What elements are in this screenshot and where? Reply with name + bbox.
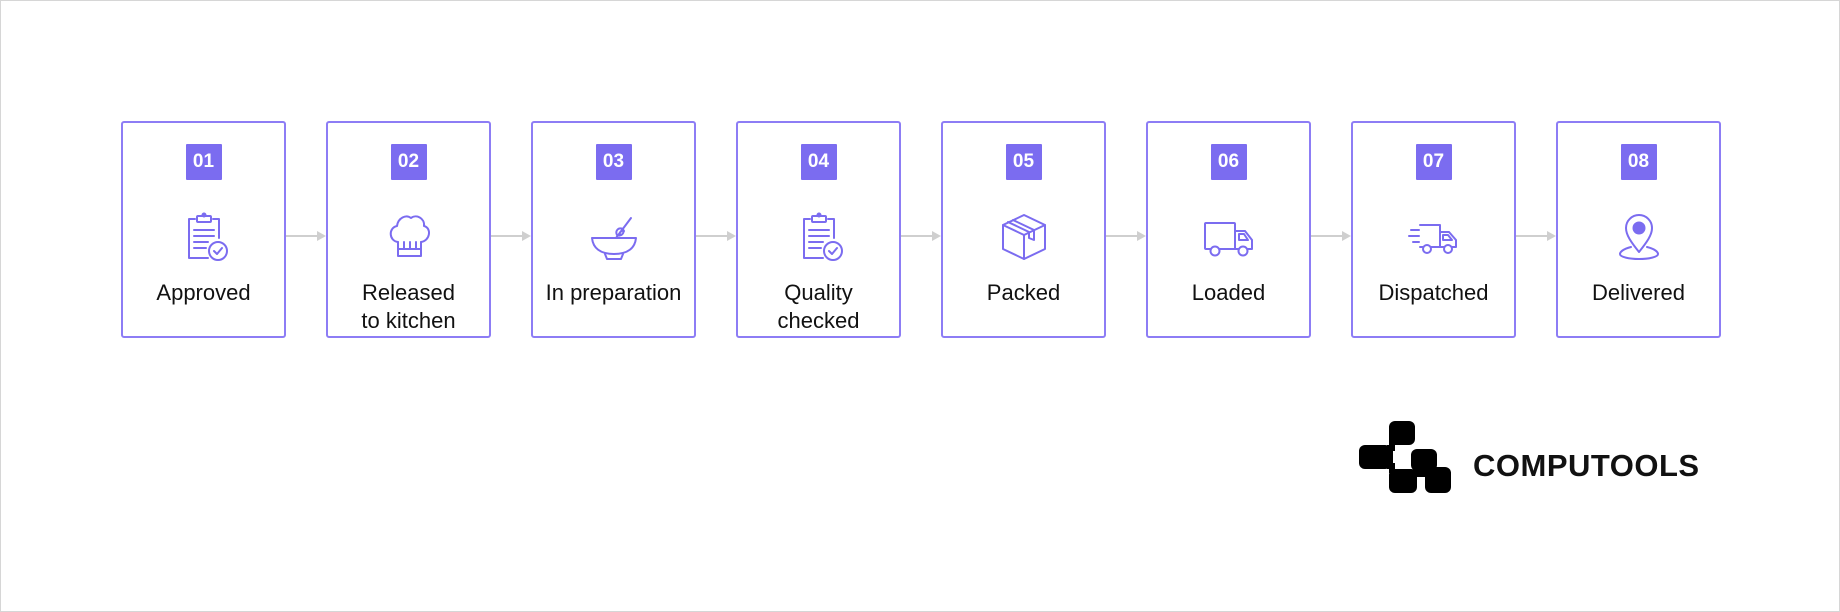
step-number: 06 [1210, 144, 1247, 180]
step-card-05: 05 Packed [941, 121, 1106, 338]
step-label: Approved [156, 280, 251, 305]
step-card-06: 06 Loaded [1146, 121, 1311, 338]
process-flow: 01 Approved 02 [121, 121, 1721, 338]
fast-truck-icon [1407, 211, 1460, 263]
step-number: 03 [595, 144, 632, 180]
step-label: In preparation [545, 280, 682, 305]
flow-arrow [1106, 121, 1146, 338]
step-card-01: 01 Approved [121, 121, 286, 338]
step-number: 02 [390, 144, 427, 180]
chef-hat-icon [383, 211, 435, 263]
flow-arrow [286, 121, 326, 338]
brand-logo: COMPUTOOLS [1359, 421, 1700, 493]
step-label: Quality checked [777, 280, 860, 333]
step-label: Released to kitchen [361, 280, 456, 333]
step-card-08: 08 Delivered [1556, 121, 1721, 338]
clipboard-check-icon [793, 211, 845, 263]
brand-name: COMPUTOOLS [1473, 448, 1700, 483]
flow-arrow [696, 121, 736, 338]
step-number: 05 [1005, 144, 1042, 180]
flow-arrow [1311, 121, 1351, 338]
truck-icon [1203, 211, 1255, 263]
flow-arrow [1516, 121, 1556, 338]
step-label: Loaded [1191, 280, 1266, 305]
step-label: Delivered [1592, 280, 1685, 305]
step-card-07: 07 Dispatched [1351, 121, 1516, 338]
step-label: Dispatched [1378, 280, 1489, 305]
step-card-02: 02 Released to kitchen [326, 121, 491, 338]
location-pin-icon [1613, 211, 1665, 263]
step-label: Packed [986, 280, 1061, 305]
step-number: 07 [1415, 144, 1452, 180]
flow-arrow [491, 121, 531, 338]
mixing-bowl-icon [588, 211, 640, 263]
step-card-04: 04 Quality checked [736, 121, 901, 338]
flow-arrow [901, 121, 941, 338]
step-number: 04 [800, 144, 837, 180]
package-box-icon [998, 211, 1050, 263]
computools-logo-icon [1359, 421, 1451, 493]
step-card-03: 03 In preparation [531, 121, 696, 338]
step-number: 01 [185, 144, 222, 180]
step-number: 08 [1620, 144, 1657, 180]
clipboard-check-icon [178, 211, 230, 263]
